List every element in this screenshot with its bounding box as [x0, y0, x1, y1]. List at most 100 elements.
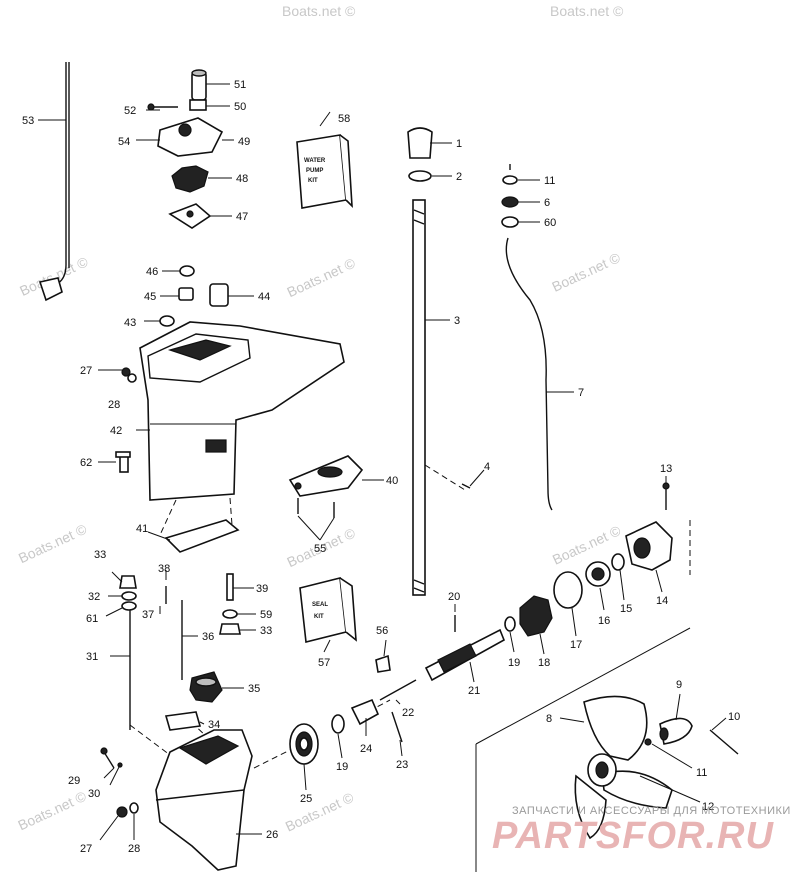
callout: 10 [728, 711, 740, 723]
callout: 20 [448, 591, 460, 603]
leader-lines [38, 83, 727, 841]
callout: 48 [236, 173, 248, 185]
watermark: Boats.net © [550, 3, 624, 19]
callout: 9 [676, 679, 682, 691]
callout: 36 [202, 631, 214, 643]
callout: 52 [124, 105, 136, 117]
propeller-shaft-21 [424, 615, 516, 682]
callout: 22 [402, 707, 414, 719]
callout: 58 [338, 113, 350, 125]
callout: 6 [544, 197, 550, 209]
forward-gear-group [519, 482, 673, 637]
callout: 49 [238, 136, 250, 148]
gearcase-26 [155, 729, 253, 871]
watermarks: Boats.net © Boats.net © Boats.net © Boat… [15, 3, 624, 835]
gearcase-bolts [100, 747, 139, 818]
brand-subtitle: ЗАПЧАСТИ И АКСЕССУАРЫ ДЛЯ МОТОТЕХНИКИ [512, 805, 791, 817]
bearing-25 [289, 723, 319, 765]
callout: 21 [468, 685, 480, 697]
watermark: Boats.net © [283, 789, 357, 835]
driveshaft-housing-42 [139, 321, 345, 501]
callout: 34 [208, 719, 220, 731]
callout: 55 [314, 543, 326, 555]
callout: 23 [396, 759, 408, 771]
watermark: Boats.net © [282, 3, 356, 19]
callout: 51 [234, 79, 246, 91]
callout: 40 [386, 475, 398, 487]
callout: 56 [376, 625, 388, 637]
water-tube-group [119, 575, 137, 730]
callout: 57 [318, 657, 330, 669]
callout: 13 [660, 463, 672, 475]
callout: 35 [248, 683, 260, 695]
callout: 61 [86, 613, 98, 625]
watermark: Boats.net © [16, 520, 90, 566]
callout: 42 [110, 425, 122, 437]
callout: 2 [456, 171, 462, 183]
shift-cam-56 [375, 654, 417, 701]
gasket-41 [164, 519, 240, 553]
callout: 17 [570, 639, 582, 651]
brand-name: PARTSFOR.RU [492, 815, 774, 857]
seal-kit-57: SEAL KIT [299, 577, 357, 643]
callout: 16 [598, 615, 610, 627]
callout: 14 [656, 595, 668, 607]
callout: 45 [144, 291, 156, 303]
kit-label: KIT [314, 614, 324, 620]
callout: 8 [546, 713, 552, 725]
callout: 30 [88, 788, 100, 800]
callout: 39 [256, 583, 268, 595]
brand-watermark: ЗАПЧАСТИ И АКСЕССУАРЫ ДЛЯ МОТОТЕХНИКИ PA… [492, 805, 791, 857]
watermark: Boats.net © [15, 788, 89, 834]
shift-rod-53 [38, 62, 70, 302]
callout: 27 [80, 843, 92, 855]
callout: 3 [454, 315, 460, 327]
callout: 19 [336, 761, 348, 773]
callout: 31 [86, 651, 98, 663]
pinion-35 [164, 671, 223, 731]
callout: 1 [456, 138, 462, 150]
shift-shaft-group [165, 573, 241, 680]
watermark: Boats.net © [284, 254, 358, 300]
callout: 59 [260, 609, 272, 621]
callout: 33 [94, 549, 106, 561]
plate-40 [288, 455, 364, 518]
callout: 54 [118, 136, 130, 148]
callout: 41 [136, 523, 148, 535]
reverse-gear-group [331, 698, 403, 743]
drive-shaft-3 [407, 127, 471, 596]
kit-label: KIT [308, 178, 318, 184]
water-pump-group [147, 69, 229, 327]
callout: 27 [80, 365, 92, 377]
callout: 38 [158, 563, 170, 575]
shift-rod-7 [501, 164, 553, 511]
kit-label: PUMP [306, 168, 323, 174]
callout: 24 [360, 743, 372, 755]
callout: 19 [508, 657, 520, 669]
callout: 4 [484, 461, 490, 473]
callout: 11 [544, 175, 555, 187]
callout: 53 [22, 115, 34, 127]
water-pump-kit-58: WATER PUMP KIT [296, 134, 353, 209]
propeller-bracket [475, 627, 691, 872]
callout: 18 [538, 657, 550, 669]
propeller-8 [574, 695, 673, 840]
callout: 47 [236, 211, 248, 223]
callout: 7 [578, 387, 584, 399]
callout: 33 [260, 625, 272, 637]
watermark: Boats.net © [549, 249, 623, 295]
kit-label: SEAL [312, 602, 328, 608]
callout: 12 [702, 801, 714, 813]
callout: 62 [80, 457, 92, 469]
callout: 28 [108, 399, 120, 411]
callout: 25 [300, 793, 312, 805]
callout: 29 [68, 775, 80, 787]
callout: 43 [124, 317, 136, 329]
callout: 11 [696, 767, 707, 779]
prop-nut-9 [644, 717, 739, 755]
callout: 50 [234, 101, 246, 113]
callout: 44 [258, 291, 270, 303]
callout: 15 [620, 603, 632, 615]
bolt-62 [115, 451, 131, 473]
